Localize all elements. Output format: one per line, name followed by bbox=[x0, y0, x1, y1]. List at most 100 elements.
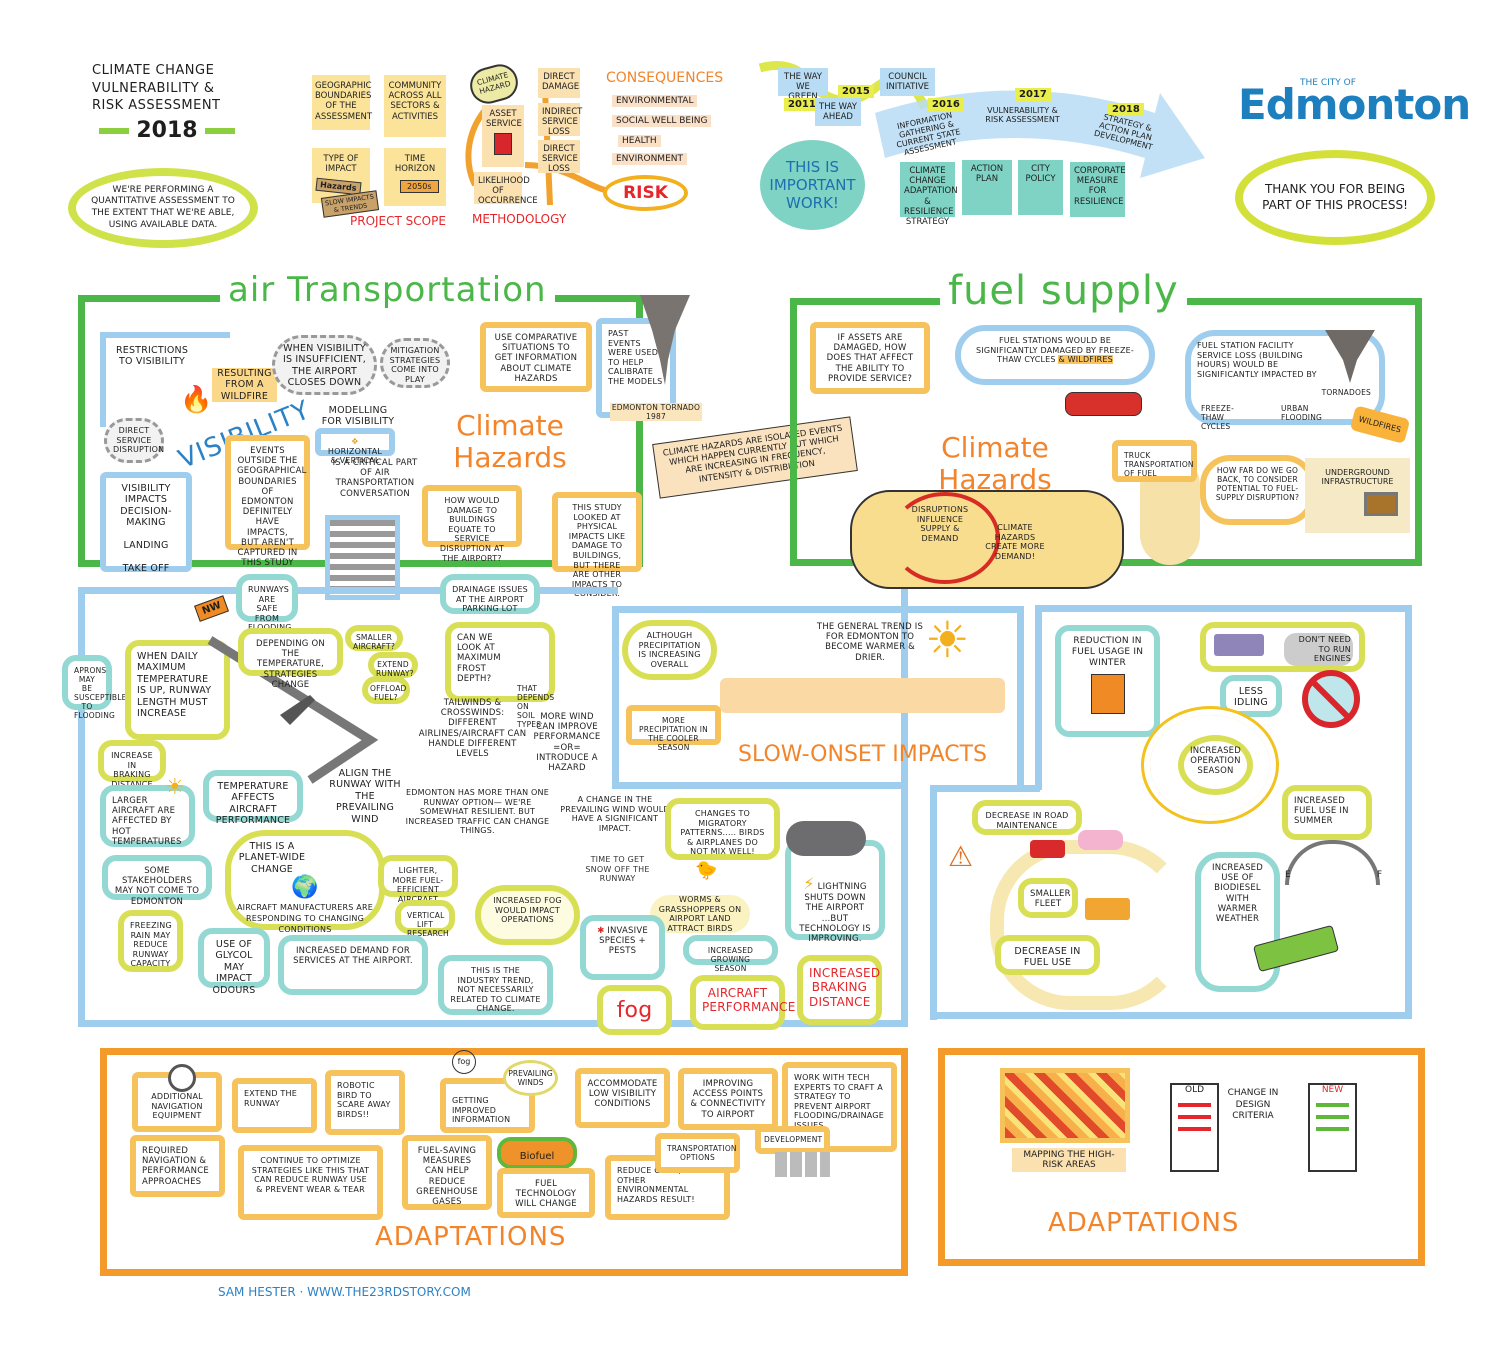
title-year: 2018 bbox=[92, 118, 242, 143]
risk-oval: Risk bbox=[603, 175, 688, 211]
prevailing-winds-bubble: Prevailing winds bbox=[503, 1060, 558, 1096]
thank-you-bubble: Thank you for being part of this process… bbox=[1235, 150, 1435, 245]
mapping-label: Mapping the high-risk areas bbox=[1012, 1148, 1126, 1172]
old-card: Old bbox=[1170, 1083, 1219, 1172]
consequence-item: Social well being bbox=[612, 115, 712, 127]
consequences-title: Consequences bbox=[606, 70, 724, 86]
road-work-sign-icon: ⚠ bbox=[948, 840, 974, 873]
risk-map-icon bbox=[1000, 1068, 1130, 1143]
buildings-icon bbox=[775, 1152, 830, 1177]
note-create-demand: Climate hazards create more demand! bbox=[985, 523, 1045, 561]
note-fuel-summer: Increased fuel use in summer bbox=[1282, 785, 1372, 840]
logo-small-text: The City of bbox=[1300, 78, 1356, 88]
note-larger-aircraft: Larger aircraft are affected by hot temp… bbox=[100, 785, 195, 847]
road-winding bbox=[990, 840, 1190, 1010]
impact-aircraft-performance: aircraft performance bbox=[690, 975, 795, 1030]
note-glycol: Use of glycol may impact odours bbox=[198, 928, 270, 996]
frame-top-border bbox=[78, 587, 618, 594]
note-critical-part: is a critical part of air transportation… bbox=[332, 458, 418, 499]
timeline-council-initiative: Council initiative bbox=[880, 68, 935, 96]
note-temperature-affects: Temperature affects aircraft performance bbox=[203, 770, 303, 826]
air-climate-hazards-title: Climate Hazards bbox=[453, 409, 567, 475]
note-less-idling: Less idling bbox=[1220, 675, 1282, 717]
dry-ground bbox=[720, 678, 1005, 713]
sun-icon: ☀ bbox=[165, 775, 185, 800]
underground-text: Underground infrastructure bbox=[1321, 468, 1394, 486]
note-growing-season: Increased growing season bbox=[683, 935, 778, 973]
consequence-item: Health bbox=[618, 135, 661, 147]
note-freezing-rain: Freezing rain may reduce runway capacity bbox=[118, 910, 183, 972]
urban-flooding-label: Urban flooding bbox=[1281, 404, 1323, 422]
intro-bubble: We're performing a quantitative assessme… bbox=[68, 168, 258, 248]
note-precipitation-increasing: Although precipitation is increasing ove… bbox=[622, 620, 717, 680]
list-line bbox=[1178, 1115, 1211, 1119]
note-depending-temperature: Depending on the temperature, strategies… bbox=[238, 628, 343, 690]
slow-onset-title: Slow-onset impacts bbox=[738, 742, 987, 767]
truck-icon bbox=[1214, 634, 1264, 656]
note-prevailing-wind-change: A change in the prevailing wind would ha… bbox=[560, 795, 670, 833]
car-icon bbox=[1030, 840, 1065, 858]
impact-fog: fog bbox=[597, 985, 672, 1035]
note-aprons: Aprons may be susceptible to flooding bbox=[62, 655, 126, 720]
indirect-service-loss-box: Indirect Service Loss bbox=[538, 103, 582, 137]
note-assets-damaged: If assets are damaged, how does that aff… bbox=[810, 322, 930, 394]
output-adaptation-strategy: Climate change adaptation & resilience s… bbox=[900, 162, 958, 227]
horizontal-vertical-text: Horizontal & vertical bbox=[327, 446, 383, 466]
note-daily-max-temp: When daily maximum temperature is up, ru… bbox=[125, 640, 230, 740]
wildfires-label: & wildfires bbox=[1058, 355, 1113, 365]
important-work-circle: This is important work! bbox=[760, 140, 865, 230]
bug-icon: ✱ bbox=[597, 926, 608, 936]
note-fuel-stations-damaged: Fuel stations would be significantly dam… bbox=[955, 325, 1155, 385]
prohibition-slash bbox=[1309, 678, 1353, 722]
dont-run-text: Don't need to run engines bbox=[1284, 633, 1353, 666]
note-offload-fuel: Offload fuel? bbox=[362, 676, 410, 704]
restrictions-frame bbox=[100, 332, 230, 427]
note-worms: Worms & grasshoppers on airport land att… bbox=[650, 895, 750, 934]
fog-bubble: fog bbox=[452, 1050, 476, 1074]
note-how-far-back: How far do we go back, to consider poten… bbox=[1200, 455, 1315, 525]
list-line bbox=[1178, 1127, 1211, 1131]
year-2017: 2017 bbox=[1015, 88, 1051, 101]
note-this-study: This study looked at physical impacts li… bbox=[552, 492, 642, 598]
note-more-precipitation: More precipitation in the cooler season bbox=[626, 705, 721, 752]
note-increased-fog: Increased fog would impact operations bbox=[475, 885, 580, 945]
snowplow-icon bbox=[1085, 898, 1130, 920]
adaptation-improved-information: Getting improved information bbox=[440, 1078, 535, 1133]
note-comparative: Use comparative situations to get inform… bbox=[480, 322, 592, 392]
artist-credit: Sam Hester · www.the23rdstory.com bbox=[218, 1285, 471, 1299]
note-smaller-fleet: Smaller fleet bbox=[1018, 878, 1078, 918]
note-events-outside: Events outside the geographical boundari… bbox=[225, 435, 310, 568]
note-increased-demand: Increased demand for services at the air… bbox=[278, 935, 428, 995]
note-truck-transportation: Truck transportation of fuel bbox=[1112, 440, 1197, 482]
note-decrease-fuel-use: Decrease in fuel use bbox=[995, 935, 1100, 975]
adaptation-low-visibility: Accommodate low visibility conditions bbox=[575, 1068, 670, 1128]
frame-border bbox=[1405, 605, 1412, 1019]
note-direct-service-disruption: Direct service disruption bbox=[104, 418, 164, 463]
note-reduction-winter: Reduction in fuel usage in winter bbox=[1055, 625, 1160, 737]
logo-name: Edmonton bbox=[1238, 80, 1471, 129]
cross-arrows-icon: ✥ bbox=[351, 437, 359, 446]
direct-damage-box: Direct Damage bbox=[538, 68, 580, 98]
air-transportation-title: air Transportation bbox=[220, 270, 555, 310]
note-disruptions: Disruptions influence supply & demand bbox=[911, 505, 969, 543]
new-label: New bbox=[1321, 1085, 1344, 1095]
manufacturers-text: Aircraft manufacturers are responding to… bbox=[237, 902, 373, 935]
note-general-trend: The general trend is for Edmonton to bec… bbox=[816, 622, 924, 663]
adaptation-extend-runway: Extend the runway bbox=[232, 1078, 317, 1133]
note-damage-to-buildings: How would damage to buildings equate to … bbox=[422, 485, 522, 563]
output-action-plan: Action plan bbox=[962, 160, 1012, 215]
note-road-maintenance: Decrease in road maintenance bbox=[972, 800, 1082, 835]
soil-types-text: That depends on soil types bbox=[517, 683, 555, 729]
note-runways-safe: Runways are safe from flooding bbox=[236, 574, 298, 632]
takeoff-label: Take off bbox=[122, 562, 170, 574]
note-lightning: ⚡ Lightning shuts down the airport ...bu… bbox=[785, 821, 885, 944]
tornadoes-label: Tornadoes bbox=[1321, 388, 1371, 397]
adaptation-fuel-saving: Fuel-saving measures can help reduce gre… bbox=[402, 1135, 492, 1210]
lightning-text: Lightning shuts down the airport ...but … bbox=[799, 882, 871, 944]
year-label: 2018 bbox=[136, 118, 198, 143]
frame-border bbox=[1035, 605, 1042, 790]
van-icon bbox=[1078, 830, 1123, 850]
fuel-adaptations-title: adaptations bbox=[1048, 1208, 1240, 1238]
output-corporate-measure: Corporate measure for resilience bbox=[1070, 162, 1126, 217]
note-visibility-insufficient: When visibility is insufficient, the air… bbox=[272, 335, 377, 395]
